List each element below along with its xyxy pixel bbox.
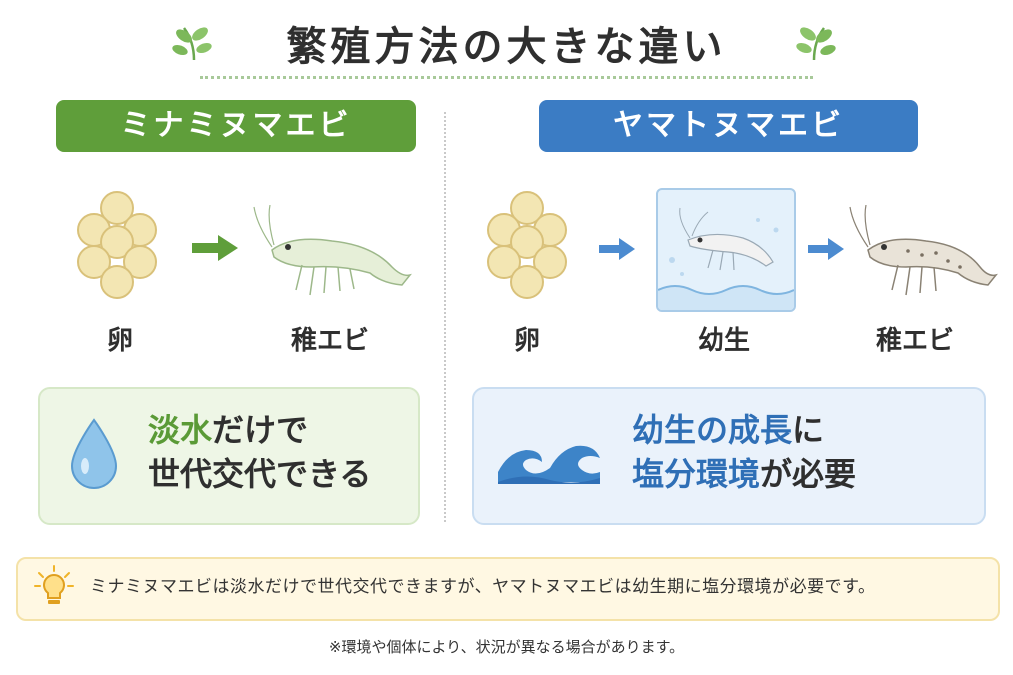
shrimp-icon-juvenile-right xyxy=(849,205,998,296)
card-minami-line1-rest: だけで xyxy=(212,411,309,449)
arrow-right-icon-2 xyxy=(808,238,844,260)
shrimp-icon-juvenile-left xyxy=(253,205,412,296)
leaf-icon-right xyxy=(796,27,836,61)
stage-label-juvenile-left: 稚エビ xyxy=(290,326,369,356)
title-divider xyxy=(200,76,813,79)
lightbulb-icon xyxy=(34,565,74,604)
summary-note xyxy=(16,557,1000,621)
card-minami-highlight: 淡水 xyxy=(148,411,213,449)
card-yamato-line1: 幼生の成長に xyxy=(632,408,856,452)
summary-note-text: ミナミヌマエビは淡水だけで世代交代できますが、ヤマトヌマエビは幼生期に塩分環境が… xyxy=(90,577,876,597)
card-yamato-line2-rest: が必要 xyxy=(760,455,857,493)
stage-label-juvenile-right: 稚エビ xyxy=(875,326,954,356)
card-minami-line2: 世代交代できる xyxy=(148,455,372,493)
larva-shrimp-icon xyxy=(658,207,794,310)
card-yamato xyxy=(472,387,986,525)
card-minami-text: 淡水だけで 世代交代できる xyxy=(148,408,371,496)
footnote: ※環境や個体により、状況が異なる場合があります。 xyxy=(328,638,685,656)
card-yamato-line1-rest: に xyxy=(792,411,825,449)
water-drop-icon xyxy=(70,418,118,489)
arrow-right-icon-1 xyxy=(599,238,635,260)
larva-panel xyxy=(656,188,796,312)
column-divider xyxy=(444,112,446,522)
card-minami-line1: 淡水だけで xyxy=(148,408,371,452)
arrow-right-icon xyxy=(192,235,238,261)
header-minami: ミナミヌマエビ xyxy=(56,100,416,152)
card-yamato-text: 幼生の成長に 塩分環境が必要 xyxy=(632,408,856,496)
leaf-icon-left xyxy=(172,27,212,61)
page-title: 繁殖方法の大きな違い xyxy=(286,24,727,70)
stage-label-larva: 幼生 xyxy=(697,326,750,356)
stage-label-egg-right: 卵 xyxy=(513,326,540,356)
card-yamato-highlight-2: 塩分環境 xyxy=(632,455,761,493)
egg-cluster-icon-right xyxy=(487,191,567,299)
card-yamato-line2: 塩分環境が必要 xyxy=(632,452,856,496)
wave-icon xyxy=(498,445,600,484)
card-yamato-highlight-1: 幼生の成長 xyxy=(632,411,793,449)
header-yamato: ヤマトヌマエビ xyxy=(539,100,918,152)
egg-cluster-icon xyxy=(77,191,157,299)
stage-label-egg-left: 卵 xyxy=(106,326,133,356)
